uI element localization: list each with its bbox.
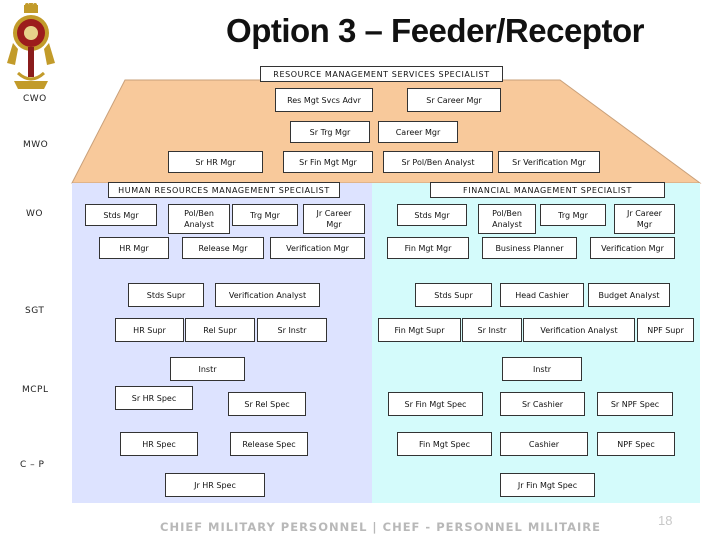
fin-budget-analyst-box: Budget Analyst [588,283,670,307]
fin-sr-fin-mgt-spec-box: Sr Fin Mgt Spec [388,392,483,416]
hr-verification-mgr-box: Verification Mgr [270,237,365,259]
hr-sr-instr-box: Sr Instr [257,318,327,342]
sr-verification-mgr-box: Sr Verification Mgr [498,151,600,173]
fin-instr-box: Instr [502,357,582,381]
hr-spec-box: HR Spec [120,432,198,456]
financial-mgmt-specialist-header: FINANCIAL MANAGEMENT SPECIALIST [430,182,665,198]
fin-verification-analyst-box: Verification Analyst [523,318,635,342]
fin-mgt-supr-box: Fin Mgt Supr [378,318,461,342]
sr-hr-mgr-box: Sr HR Mgr [168,151,263,173]
fin-pol-ben-analyst-box: Pol/Ben Analyst [478,204,536,234]
fin-stds-mgr-box: Stds Mgr [397,204,467,226]
hr-verification-analyst-box: Verification Analyst [215,283,320,307]
fin-trg-mgr-box: Trg Mgr [540,204,606,226]
fin-cashier-box: Cashier [500,432,588,456]
rank-label-wo: WO [26,209,43,219]
hr-stds-supr-box: Stds Supr [128,283,204,307]
career-mgr-box: Career Mgr [378,121,458,143]
sr-career-mgr-box: Sr Career Mgr [407,88,501,112]
rank-label-mwo: MWO [23,140,49,150]
fin-head-cashier-box: Head Cashier [500,283,584,307]
sr-trg-mgr-box: Sr Trg Mgr [290,121,370,143]
fin-npf-spec-box: NPF Spec [597,432,675,456]
hr-rel-supr-box: Rel Supr [185,318,255,342]
sr-pol-ben-analyst-box: Sr Pol/Ben Analyst [383,151,493,173]
hr-jr-hr-spec-box: Jr HR Spec [165,473,265,497]
rank-label-sgt: SGT [25,306,45,316]
hr-sr-hr-spec-box: Sr HR Spec [115,386,193,410]
hr-mgr-box: HR Mgr [99,237,169,259]
footer-text: CHIEF MILITARY PERSONNEL | CHEF - PERSON… [160,520,601,534]
fin-mgt-spec-box: Fin Mgt Spec [397,432,492,456]
hr-mgmt-specialist-header: HUMAN RESOURCES MANAGEMENT SPECIALIST [108,182,340,198]
rank-label-mcpl: MCPL [22,385,49,395]
hr-stds-mgr-box: Stds Mgr [85,204,157,226]
fin-verification-mgr-box: Verification Mgr [590,237,675,259]
fin-sr-cashier-box: Sr Cashier [500,392,585,416]
hr-sr-rel-spec-box: Sr Rel Spec [228,392,306,416]
sr-fin-mgt-mgr-box: Sr Fin Mgt Mgr [283,151,373,173]
hr-trg-mgr-box: Trg Mgr [232,204,298,226]
res-mgt-svcs-advr-box: Res Mgt Svcs Advr [275,88,373,112]
hr-supr-box: HR Supr [115,318,184,342]
hr-jr-career-mgr-box: Jr Career Mgr [303,204,365,234]
fin-sr-instr-box: Sr Instr [462,318,522,342]
crest-logo [7,3,55,89]
hr-instr-box: Instr [170,357,245,381]
fin-sr-npf-spec-box: Sr NPF Spec [597,392,673,416]
page-number: 18 [658,513,673,528]
rank-label-cp: C – P [20,460,45,470]
fin-stds-supr-box: Stds Supr [415,283,492,307]
fin-jr-career-mgr-box: Jr Career Mgr [614,204,675,234]
rank-label-cwo: CWO [23,94,47,104]
hr-release-mgr-box: Release Mgr [182,237,264,259]
fin-business-planner-box: Business Planner [482,237,577,259]
fin-jr-fin-mgt-spec-box: Jr Fin Mgt Spec [500,473,595,497]
hr-pol-ben-analyst-box: Pol/Ben Analyst [168,204,230,234]
resource-mgmt-services-specialist-header: RESOURCE MANAGEMENT SERVICES SPECIALIST [260,66,503,82]
fin-mgt-mgr-box: Fin Mgt Mgr [387,237,469,259]
page-title: Option 3 – Feeder/Receptor [226,12,644,49]
fin-npf-supr-box: NPF Supr [637,318,694,342]
hr-release-spec-box: Release Spec [230,432,308,456]
